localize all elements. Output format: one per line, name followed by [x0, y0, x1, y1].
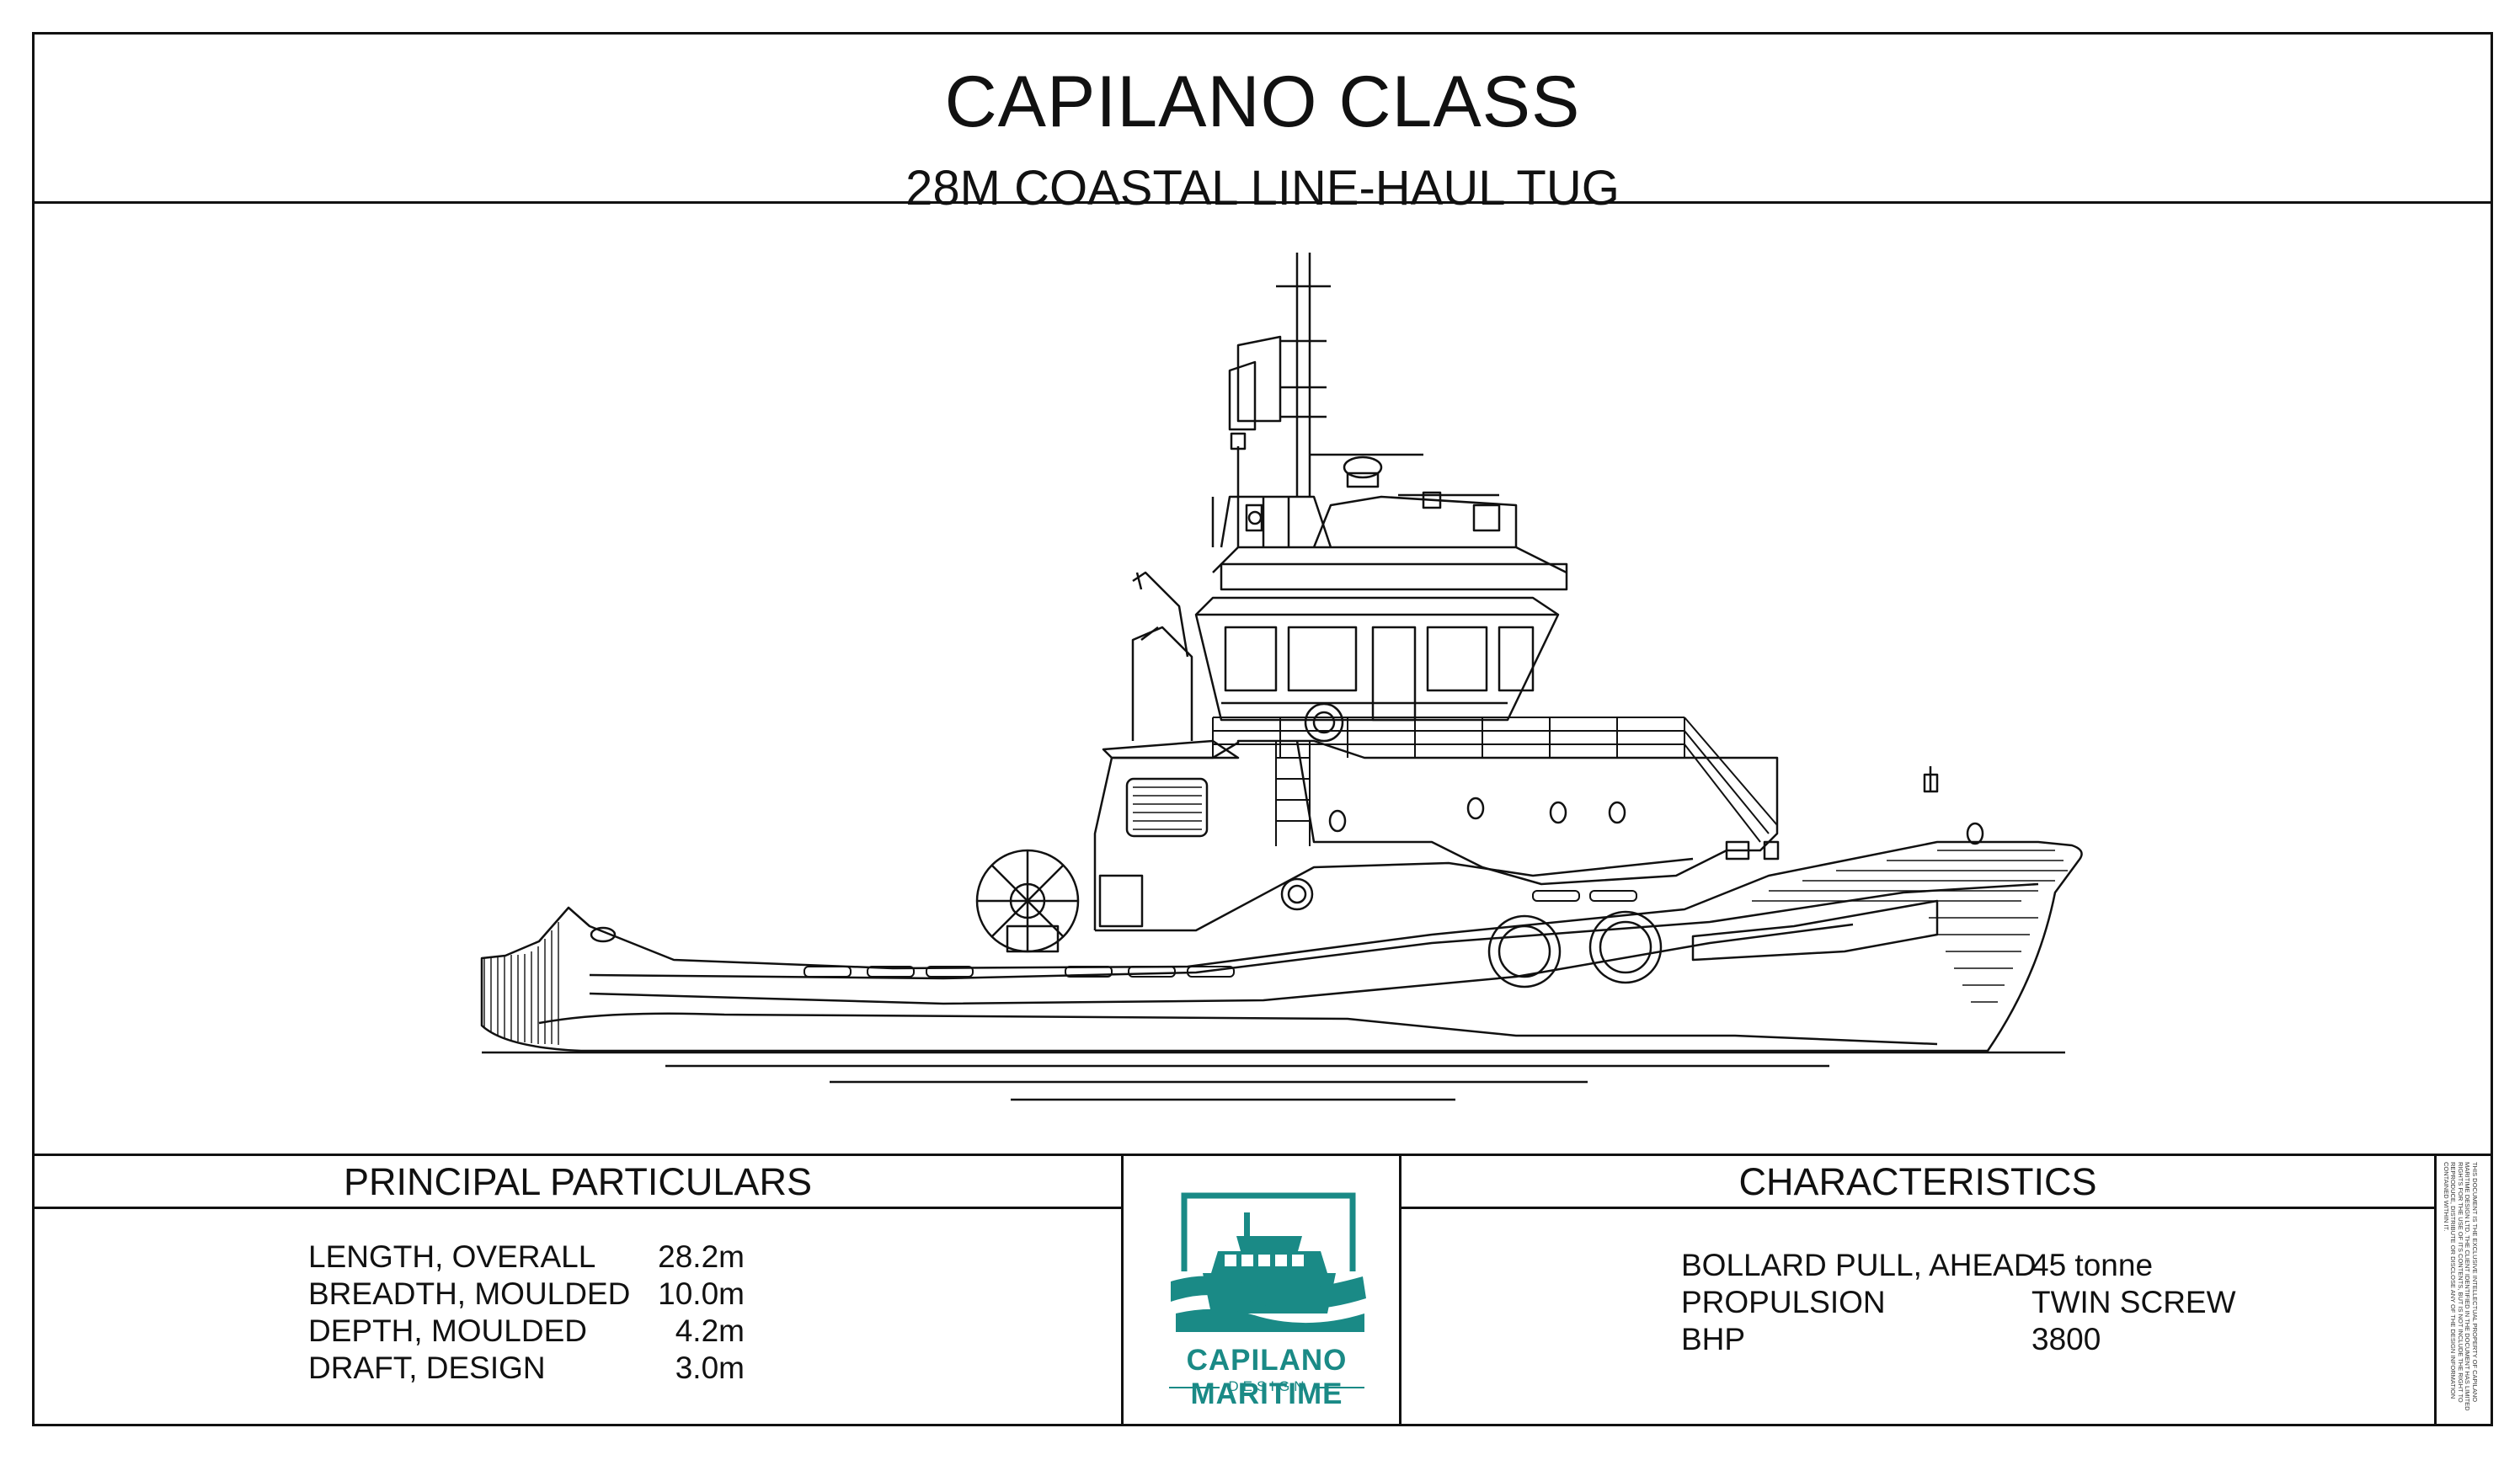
vent-grille-lines — [1133, 786, 1202, 830]
characteristics-heading: CHARACTERISTICS — [1738, 1160, 2097, 1203]
tagline-rule — [1169, 1386, 1220, 1388]
divider — [1399, 1207, 2437, 1209]
rub-rail — [589, 882, 2039, 980]
porthole — [1280, 877, 1314, 911]
char-label: BHP — [1681, 1322, 1746, 1356]
pp-label: DRAFT, DESIGN — [308, 1351, 546, 1385]
deckhouse-door — [1098, 874, 1144, 928]
deckhouse-side — [1095, 857, 1694, 932]
title-table — [32, 1154, 2493, 1426]
title-block: CAPILANO CLASS 28M COASTAL LINE-HAUL TUG — [32, 32, 2493, 216]
hull — [480, 840, 2083, 1052]
deck-fittings — [804, 890, 1637, 978]
porthole — [1549, 801, 1567, 824]
pp-value: 4.2m — [675, 1313, 745, 1348]
char-label: PROPULSION — [1681, 1285, 1886, 1319]
pp-value: 28.2m — [658, 1239, 745, 1274]
life-ring — [1304, 702, 1344, 743]
logo-tagline-text: DESIGN — [1228, 1378, 1309, 1394]
pp-label: BREADTH, MOULDED — [308, 1276, 631, 1311]
stern-fender — [483, 922, 559, 1045]
capilano-maritime-logo-icon — [1171, 1192, 1366, 1334]
tug-profile-drawing — [480, 253, 2083, 1101]
tagline-rule — [1313, 1386, 1364, 1388]
drawing-subtitle: 28M COASTAL LINE-HAUL TUG — [905, 161, 1620, 216]
rub-rail — [589, 923, 1854, 1005]
bow-bitt — [1923, 773, 1939, 793]
bow-flare — [1691, 899, 1939, 962]
porthole — [1287, 884, 1307, 904]
bulwark-rails — [1212, 717, 1778, 843]
principal-particulars-heading: PRINCIPAL PARTICULARS — [344, 1160, 812, 1203]
char-value: 3800 — [2031, 1322, 2101, 1356]
porthole — [1608, 801, 1626, 824]
divider — [1121, 1156, 1124, 1426]
porthole — [1466, 797, 1485, 820]
wheelhouse — [1194, 546, 1568, 722]
porthole — [1328, 809, 1347, 833]
char-value: 45 tonne — [2031, 1248, 2154, 1282]
tyre-fenders — [1487, 910, 1663, 988]
porthole — [1966, 822, 1984, 845]
towing-winch — [975, 849, 1080, 953]
pp-value: 3.0m — [675, 1351, 745, 1385]
char-value: TWIN SCREW — [2031, 1285, 2236, 1319]
drawing-title: CAPILANO CLASS — [944, 61, 1581, 142]
logo-tagline: DESIGN — [1125, 1378, 1408, 1395]
bollard — [1725, 840, 1750, 861]
ladder — [1275, 741, 1311, 846]
divider — [1399, 1156, 1401, 1426]
legal-notice-box: THIS DOCUMENT IS THE EXCLUSIVE INTELLECT… — [2434, 1159, 2490, 1423]
divider — [32, 1207, 1124, 1209]
keel-line — [538, 1012, 1938, 1046]
scupper — [590, 926, 617, 943]
char-label: BOLLARD PULL, AHEAD — [1681, 1248, 2037, 1282]
divider — [2434, 1156, 2437, 1426]
drawing-frame — [32, 32, 2493, 1426]
legal-notice: THIS DOCUMENT IS THE EXCLUSIVE INTELLECT… — [2443, 1162, 2479, 1411]
life-ring — [1312, 711, 1336, 734]
bow-fender — [1752, 850, 2068, 1003]
pp-value: 10.0m — [658, 1276, 745, 1311]
pp-label: LENGTH, OVERALL — [308, 1239, 596, 1274]
pp-label: DEPTH, MOULDED — [308, 1313, 587, 1348]
bollard — [1763, 840, 1780, 861]
mast-and-upper-deck — [1211, 253, 1518, 548]
exhaust-stacks — [1102, 571, 1240, 759]
vent-grille — [1125, 777, 1209, 838]
logo-wordmark: CAPILANO MARITIME — [1186, 1344, 1348, 1410]
